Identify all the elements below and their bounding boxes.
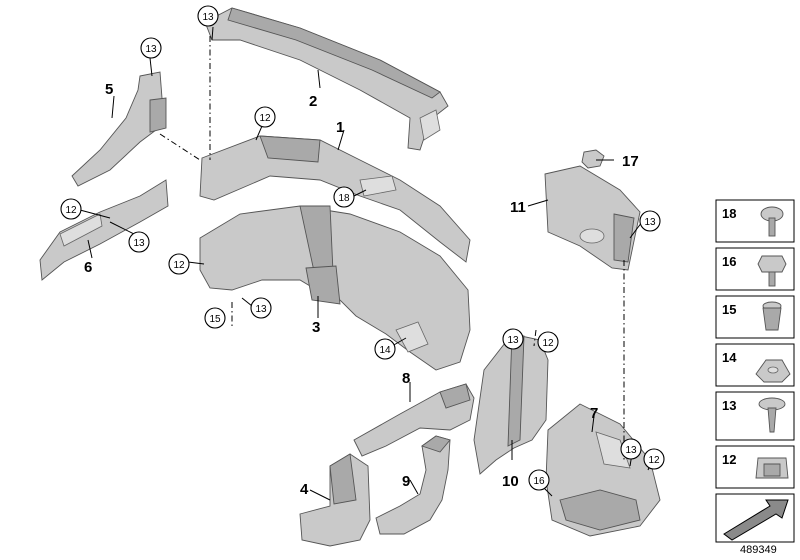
callout-15: 15 — [204, 307, 226, 329]
svg-text:13: 13 — [722, 398, 736, 413]
part-9-curved-duct — [375, 435, 451, 535]
svg-text:13: 13 — [202, 12, 214, 23]
svg-text:14: 14 — [379, 345, 391, 356]
part-7-lower-box — [545, 403, 661, 537]
part-1-upper-rail — [199, 135, 471, 263]
callout-12-part1: 12 — [254, 106, 276, 128]
callout-13-part6: 13 — [128, 231, 150, 253]
svg-text:18: 18 — [722, 206, 736, 221]
clip-nut-icon — [755, 457, 789, 479]
svg-text:12: 12 — [542, 338, 554, 349]
speed-nut-icon — [755, 359, 791, 383]
part-number-5: 5 — [105, 81, 113, 98]
expanding-rivet-icon — [762, 301, 782, 331]
callouts: 13 13 12 18 12 13 12 15 13 14 13 12 13 1… — [60, 5, 665, 491]
legend-item-12: 12 — [715, 445, 795, 489]
svg-text:13: 13 — [255, 304, 267, 315]
callout-13-part7: 13 — [620, 438, 642, 460]
flange-screw-icon — [758, 397, 786, 433]
svg-text:16: 16 — [533, 476, 545, 487]
part-number-17: 17 — [622, 153, 639, 170]
part-number-7: 7 — [590, 405, 598, 422]
callout-16: 16 — [528, 469, 550, 491]
svg-text:13: 13 — [507, 335, 519, 346]
callout-14: 14 — [374, 338, 396, 360]
part-numbers: 2 1 5 6 3 4 8 9 10 7 11 17 — [84, 81, 639, 498]
callout-13-part10: 13 — [502, 328, 524, 350]
part-number-10: 10 — [502, 473, 519, 490]
svg-text:18: 18 — [338, 193, 350, 204]
svg-text:12: 12 — [173, 260, 185, 271]
part-number-3: 3 — [312, 319, 320, 336]
callout-12-part7: 12 — [643, 448, 665, 470]
part-number-2: 2 — [309, 93, 317, 110]
figure-id: 489349 — [740, 544, 777, 556]
part-3-wheel-arch-lining — [199, 205, 471, 371]
svg-text:12: 12 — [722, 452, 736, 467]
callout-13-part3: 13 — [250, 297, 272, 319]
svg-text:16: 16 — [722, 254, 736, 269]
svg-text:12: 12 — [259, 113, 271, 124]
svg-text:14: 14 — [722, 350, 737, 365]
part-number-6: 6 — [84, 259, 92, 276]
part-number-1: 1 — [336, 119, 344, 136]
svg-text:13: 13 — [625, 445, 637, 456]
part-number-9: 9 — [402, 473, 410, 490]
torx-screw-icon — [760, 206, 784, 237]
part-10-side-panel — [473, 333, 549, 475]
part-number-4: 4 — [300, 481, 309, 498]
svg-text:12: 12 — [65, 205, 77, 216]
callout-13-part5: 13 — [140, 37, 162, 59]
part-2-cross-member — [204, 7, 449, 151]
svg-text:15: 15 — [722, 302, 736, 317]
part-number-11: 11 — [510, 199, 526, 216]
callout-13-top: 13 — [197, 5, 219, 27]
legend-item-15: 15 — [715, 295, 795, 339]
assembly-lines — [159, 36, 625, 460]
legend-item-14: 14 — [715, 343, 795, 387]
callout-12-part3: 12 — [168, 253, 190, 275]
part-4-lower-bracket — [299, 453, 371, 547]
part-number-8: 8 — [402, 370, 410, 387]
callout-18-part1: 18 — [333, 186, 355, 208]
fastener-legend: 18 16 15 14 — [715, 199, 795, 543]
svg-text:12: 12 — [648, 455, 660, 466]
legend-item-16: 16 — [715, 247, 795, 291]
svg-text:13: 13 — [644, 217, 656, 228]
direction-arrow-icon — [715, 493, 795, 543]
part-6-lower-trim — [39, 179, 169, 281]
svg-text:13: 13 — [133, 238, 145, 249]
part-8-angled-bracket — [353, 383, 475, 457]
part-17-nut — [581, 149, 605, 169]
svg-text:13: 13 — [145, 44, 157, 55]
callout-12-part10: 12 — [537, 331, 559, 353]
callout-13-part11: 13 — [639, 210, 661, 232]
part-11-bracket — [544, 165, 641, 271]
part-5-vertical-trim — [71, 71, 167, 187]
hex-bolt-icon — [757, 255, 787, 287]
legend-item-18: 18 — [715, 199, 795, 243]
legend-item-13: 13 — [715, 391, 795, 441]
svg-text:15: 15 — [209, 314, 221, 325]
callout-12-part6: 12 — [60, 198, 82, 220]
